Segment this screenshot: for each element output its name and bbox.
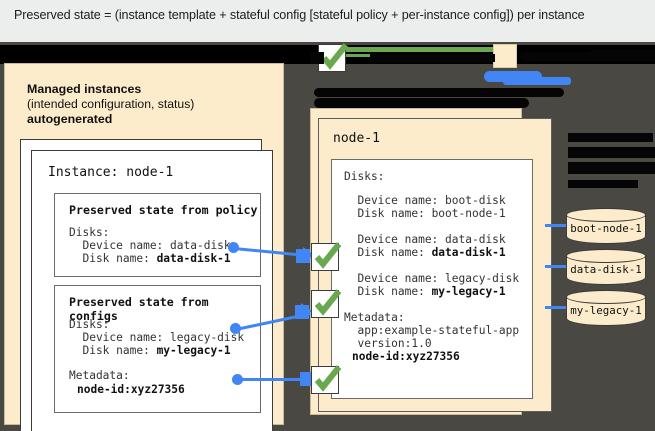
redaction-bar-10 [568,180,638,188]
check-icon-legacy-disk [311,289,342,318]
node-disks-label: Disks: [344,170,385,183]
redaction-blob-blue-1 [484,71,542,82]
disk-line-data [545,265,568,268]
configs-metadata-node-id: node-id:xyz27356 [77,383,185,396]
preserved-state-configs-box: Preserved state from configs Disks: Devi… [54,285,261,413]
boot-disk-name-value: boot-node-1 [431,207,506,220]
node-metadata-app: app:example-stateful-app [344,324,520,337]
policy-box-title: Preserved state from policy [69,203,258,217]
managed-instances-panel: Managed instances (intended configuratio… [4,63,284,431]
disk-label-data: data-disk-1 [570,263,642,276]
node-metadata-version: version:1.0 [344,337,432,350]
redaction-bar-4 [590,50,655,61]
data-disk-name-prefix: Disk name: [344,246,432,259]
redaction-bar-2 [370,54,495,62]
preserved-state-policy-box: Preserved state from policy Disks: Devic… [54,193,261,277]
disk-top-boot [566,208,646,222]
disk-cylinder-data: data-disk-1 [566,249,646,285]
panel-title: Managed instances [27,82,142,96]
boot-disk-name-row: Disk name: boot-node-1 [344,207,506,220]
arrow-square-1 [296,249,310,263]
node-metadata-node-id: node-id:xyz27356 [352,350,460,363]
data-disk-name-row: Disk name: data-disk-1 [344,246,506,259]
data-device-name: Device name: data-disk [344,233,506,246]
node-metadata-label: Metadata: [344,311,405,324]
panel-subtitle: (intended configuration, status) [27,97,195,111]
instance-card-front: Instance: node-1 Preserved state from po… [31,150,273,431]
panel-subtitle-autogenerated: autogenerated [27,112,113,126]
arrow-square-2 [295,305,309,319]
disk-label-boot: boot-node-1 [570,222,642,235]
configs-device-name: Device name: legacy-disk [69,331,245,344]
disk-line-legacy [545,306,568,309]
check-icon-data-disk [311,242,342,271]
check-icon-node-id [311,365,342,394]
arrow-square-3 [300,372,314,386]
node-title: node-1 [333,131,380,146]
disk-top-data [566,249,646,263]
redaction-bar-1 [310,52,324,64]
data-disk-name-value: data-disk-1 [431,246,506,259]
node-panel-front: node-1 Disks: Device name: boot-disk Dis… [318,118,552,412]
caption-text: Preserved state = (instance template + s… [14,8,585,22]
redaction-bar-7 [568,133,653,142]
configs-disk-name-prefix: Disk name: [69,344,157,357]
disk-top-legacy [566,290,646,304]
check-icon-glyph [321,43,349,70]
arrow-dot-2 [230,323,241,334]
redaction-bar-8 [568,147,655,158]
green-connector-line [336,47,504,52]
boot-disk-name-prefix: Disk name: [344,207,432,220]
disk-cylinder-boot: boot-node-1 [566,208,646,244]
disk-cylinder-legacy: my-legacy-1 [566,290,646,326]
green-connector-stub [336,54,370,57]
caption-strip: Preserved state = (instance template + s… [0,0,655,42]
redaction-bar-3 [520,52,590,61]
redaction-bar-9 [568,162,655,174]
policy-disk-name-row: Disk name: data-disk-1 [69,252,231,265]
node-details-box: Disks: Device name: boot-disk Disk name:… [331,159,533,399]
policy-disk-name-prefix: Disk name: [69,252,157,265]
legacy-device-name: Device name: legacy-disk [344,272,520,285]
redaction-blob-blue-2 [503,77,571,85]
check-icon-glyph-data [314,242,342,269]
legacy-disk-name-value: my-legacy-1 [431,285,506,298]
policy-device-name: Device name: data-disk [69,239,231,252]
configs-disks-label: Disks: [69,318,110,331]
check-icon-glyph-nodeid [314,365,342,392]
check-icon-glyph-legacy [314,289,342,316]
disk-label-legacy: my-legacy-1 [570,304,642,317]
instance-title: Instance: node-1 [48,165,174,180]
arrow-dot-1 [228,242,239,253]
configs-metadata-label: Metadata: [69,369,130,382]
arrow-line-3 [238,378,310,381]
configs-box-title: Preserved state from configs [69,295,209,323]
redaction-bar-6 [314,98,529,108]
legacy-disk-name-prefix: Disk name: [344,285,432,298]
disk-line-boot [545,224,568,227]
legacy-disk-name-row: Disk name: my-legacy-1 [344,285,506,298]
arrow-dot-3 [232,374,243,385]
policy-disk-name-value: data-disk-1 [156,252,231,265]
beige-square-marker [493,44,517,68]
boot-device-name: Device name: boot-disk [344,194,506,207]
policy-disks-label: Disks: [69,226,110,239]
redaction-bar-5 [314,88,564,97]
configs-disk-name-value: my-legacy-1 [156,344,231,357]
configs-disk-name-row: Disk name: my-legacy-1 [69,344,231,357]
